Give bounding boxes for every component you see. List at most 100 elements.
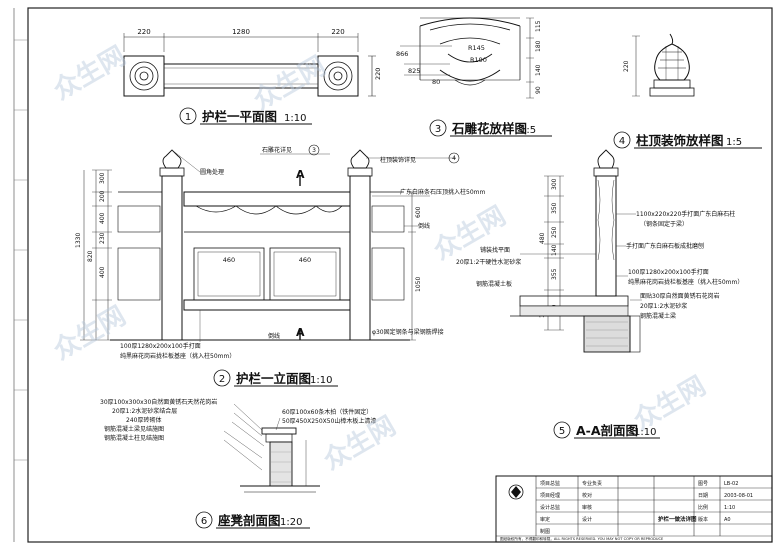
tb-label-2: 比例	[698, 504, 708, 511]
carving-180: 180	[535, 40, 542, 52]
seat-title: 座凳剖面图	[217, 513, 281, 528]
plan-scale: 1:10	[284, 113, 306, 124]
section-marker-top: A	[296, 168, 305, 181]
sheet-border	[27, 7, 773, 543]
note-edge: 倒线	[268, 332, 280, 340]
plan-dim-3: 220	[331, 28, 344, 36]
tb-row-left-4: 制图	[540, 528, 550, 535]
cap-scale: 1:5	[726, 137, 742, 148]
tb-row-left-0: 项目总监	[540, 480, 560, 487]
cap-dim: 220	[623, 60, 630, 72]
tb-notice: 图纸版权所有，不得翻印和转载，ALL RIGHTS RESERVED. YOU …	[500, 536, 664, 541]
note-base-2: 纯黑麻花岗岩拢栏板基座（挑入柱50mm）	[120, 352, 235, 360]
sec-note-10: 钢筋混凝土梁	[640, 312, 676, 320]
sec-note-9: 20厚1:2水泥砂浆	[640, 302, 687, 310]
watermark-1: 众生网	[49, 41, 132, 106]
elev-v-1050: 1050	[415, 277, 422, 292]
tb-row-mid-2: 审核	[582, 504, 592, 511]
sec-dim-350: 350	[551, 202, 558, 214]
carving-title: 石雕花放样图	[451, 121, 527, 136]
note-base: 100厚1280x200x100手打面	[120, 342, 201, 350]
carving-115: 115	[535, 20, 542, 32]
tb-value-3: A0	[724, 517, 731, 523]
watermark-4: 众生网	[49, 301, 132, 366]
elev-v-600: 600	[415, 206, 422, 218]
seat-view: 30厚100x300x30自然面黄锈石天然花岗岩 20厚1:2水泥砂浆结合层 2…	[100, 398, 376, 529]
seat-scale: 1:20	[280, 517, 302, 528]
firm-logo-icon	[508, 484, 524, 500]
watermark-3: 众生网	[429, 201, 512, 266]
tb-drawing-name: 护栏一做法详图	[658, 515, 697, 523]
section-view: 300 350 250 140 480 355 400 180 1100x220…	[456, 149, 743, 439]
elevation-view: 300 200 400 230 400 820 1330 460 460	[75, 144, 485, 387]
margin-ticks	[14, 39, 28, 461]
sec-dim-140: 140	[551, 244, 558, 256]
firm-logo-mark	[511, 486, 521, 498]
plan-dim-2: 1280	[232, 28, 250, 36]
sec-dim-355: 355	[551, 268, 558, 280]
sec-dim-480: 480	[539, 232, 546, 244]
plan-title-number: 1	[185, 112, 191, 123]
sec-note-1: 1100x220x220手打面广东白麻石柱	[636, 210, 735, 218]
tb-value-1: 2003-08-01	[724, 493, 753, 499]
tb-row-left-3: 审定	[540, 516, 550, 523]
seat-note-6: 60厚100x60条木拍（铁件固定）	[282, 408, 372, 416]
cap-title-number: 4	[619, 136, 625, 147]
tb-row-mid-3: 设计	[582, 516, 592, 523]
title-block: 项目总监 项目经理 设计总监 审定 制图 专业负责 校对 审核 设计 护栏一做法…	[495, 475, 773, 543]
elev-title: 护栏一立面图	[236, 371, 311, 386]
tb-value-0: LB-02	[724, 481, 738, 487]
seat-note-7: 50厚450X250X50山樟木板上清漆	[282, 417, 376, 425]
elev-v-820: 820	[87, 250, 94, 262]
section-marker-bottom: A	[296, 326, 305, 339]
sec-note-3: 铺装找平面	[480, 246, 510, 254]
cap-view: 220 4 柱顶装饰放样图 1:5	[613, 33, 762, 149]
elev-h-460-left: 460	[223, 256, 235, 264]
watermark-2: 众生网	[249, 51, 332, 116]
tb-row-mid-1: 校对	[582, 492, 592, 499]
note-carving-ref: 3	[312, 147, 316, 154]
section-scale: 1:10	[634, 427, 656, 438]
carving-825: 825	[408, 67, 420, 75]
elev-scale: 1:10	[310, 375, 332, 386]
seat-note-2: 20厚1:2水泥砂浆结合层	[112, 407, 177, 415]
carving-title-number: 3	[435, 124, 441, 135]
tb-row-left-1: 项目经理	[540, 492, 560, 499]
elev-v-230: 230	[99, 232, 106, 244]
sec-note-1b: （钢条固定于梁）	[640, 220, 688, 228]
tb-value-2: 1:10	[724, 505, 735, 511]
note-chamfer: 倒线	[418, 222, 430, 230]
sec-note-8: 面贴30厚自然面黄锈石花岗岩	[640, 292, 720, 300]
tb-row-mid-0: 专业负责	[582, 480, 602, 487]
carving-140: 140	[535, 64, 542, 76]
plan-view: 220 1280 220 220 1 护栏一平面图 1:10	[123, 28, 382, 125]
note-cap-ref: 4	[452, 155, 456, 162]
sec-dim-300: 300	[551, 178, 558, 190]
elev-title-number: 2	[219, 374, 225, 385]
seat-note-3: 240厚砖砌体	[126, 416, 161, 424]
seat-title-number: 6	[201, 516, 207, 527]
tb-label-0: 图号	[698, 481, 708, 487]
sec-note-7: 纯黑麻花岗岩拢栏板基座（挑入柱50mm）	[628, 278, 743, 286]
seat-note-1: 30厚100x300x30自然面黄锈石天然花岗岩	[100, 398, 217, 406]
note-cap: 柱顶装饰详见	[380, 156, 416, 164]
tb-label-3: 版本	[698, 516, 708, 523]
sec-note-4: 20厚1:2干硬性水泥砂浆	[456, 258, 521, 266]
sec-note-2: 手打面广东白麻石板成批磨刨	[626, 242, 704, 250]
carving-r190: R190	[470, 56, 487, 64]
tb-label-1: 日期	[698, 493, 708, 499]
carving-866: 866	[396, 50, 408, 58]
elev-v-1330: 1330	[75, 233, 82, 248]
note-carving: 石雕花详见	[262, 146, 292, 154]
elev-h-460-right: 460	[299, 256, 311, 264]
note-post: 广东白麻条石压顶挑入柱50mm	[400, 188, 485, 196]
plan-dim-1: 220	[137, 28, 150, 36]
carving-scale: 1:5	[520, 125, 536, 136]
elev-v-400b: 400	[99, 266, 106, 278]
note-round: 圆角处理	[200, 168, 224, 176]
elev-v-400: 400	[99, 212, 106, 224]
watermark-6: 众生网	[629, 371, 712, 436]
seat-note-5: 钢筋混凝土柱见结施图	[104, 434, 164, 442]
plan-dim-4: 220	[374, 68, 382, 80]
elev-v-300: 300	[99, 172, 106, 184]
